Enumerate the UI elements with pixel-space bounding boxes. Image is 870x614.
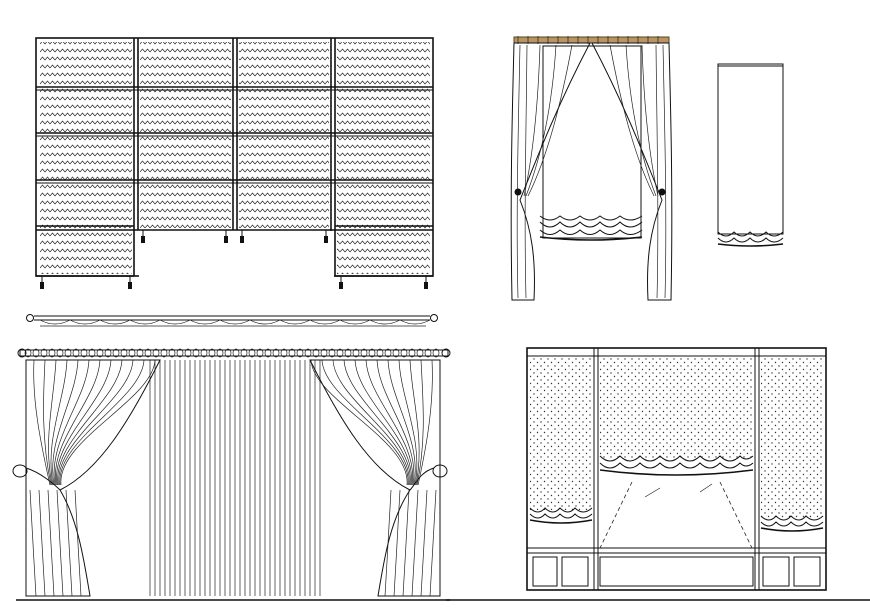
bay-frame	[526, 347, 827, 591]
drape-rod	[19, 349, 449, 357]
window-shade	[542, 45, 642, 239]
shade-fabric	[717, 63, 784, 235]
roman-shade-elevation	[717, 63, 784, 247]
shade-ruffle	[539, 215, 643, 241]
tied-curtain-window	[510, 36, 673, 301]
tassels	[40, 230, 428, 289]
heading-rings	[24, 348, 440, 358]
right-swag	[309, 359, 448, 597]
left-drape	[510, 42, 591, 301]
opening	[139, 231, 334, 277]
right-drape	[591, 42, 673, 301]
swing-lines	[599, 481, 753, 549]
base-cabinets	[527, 547, 826, 587]
center-pleats	[149, 360, 321, 596]
bay-ruffles	[529, 455, 824, 532]
zigzag-fabric	[40, 42, 430, 274]
horizontal-rails	[36, 86, 433, 231]
left-swag	[12, 359, 161, 597]
curtain-rod	[513, 36, 670, 44]
zigzag-blind-wall	[35, 37, 434, 289]
bay-window-shades	[446, 347, 870, 601]
shade-folds	[717, 231, 784, 247]
pleated-drape-elevation	[12, 348, 451, 601]
curtain-rod-plan	[26, 314, 438, 327]
